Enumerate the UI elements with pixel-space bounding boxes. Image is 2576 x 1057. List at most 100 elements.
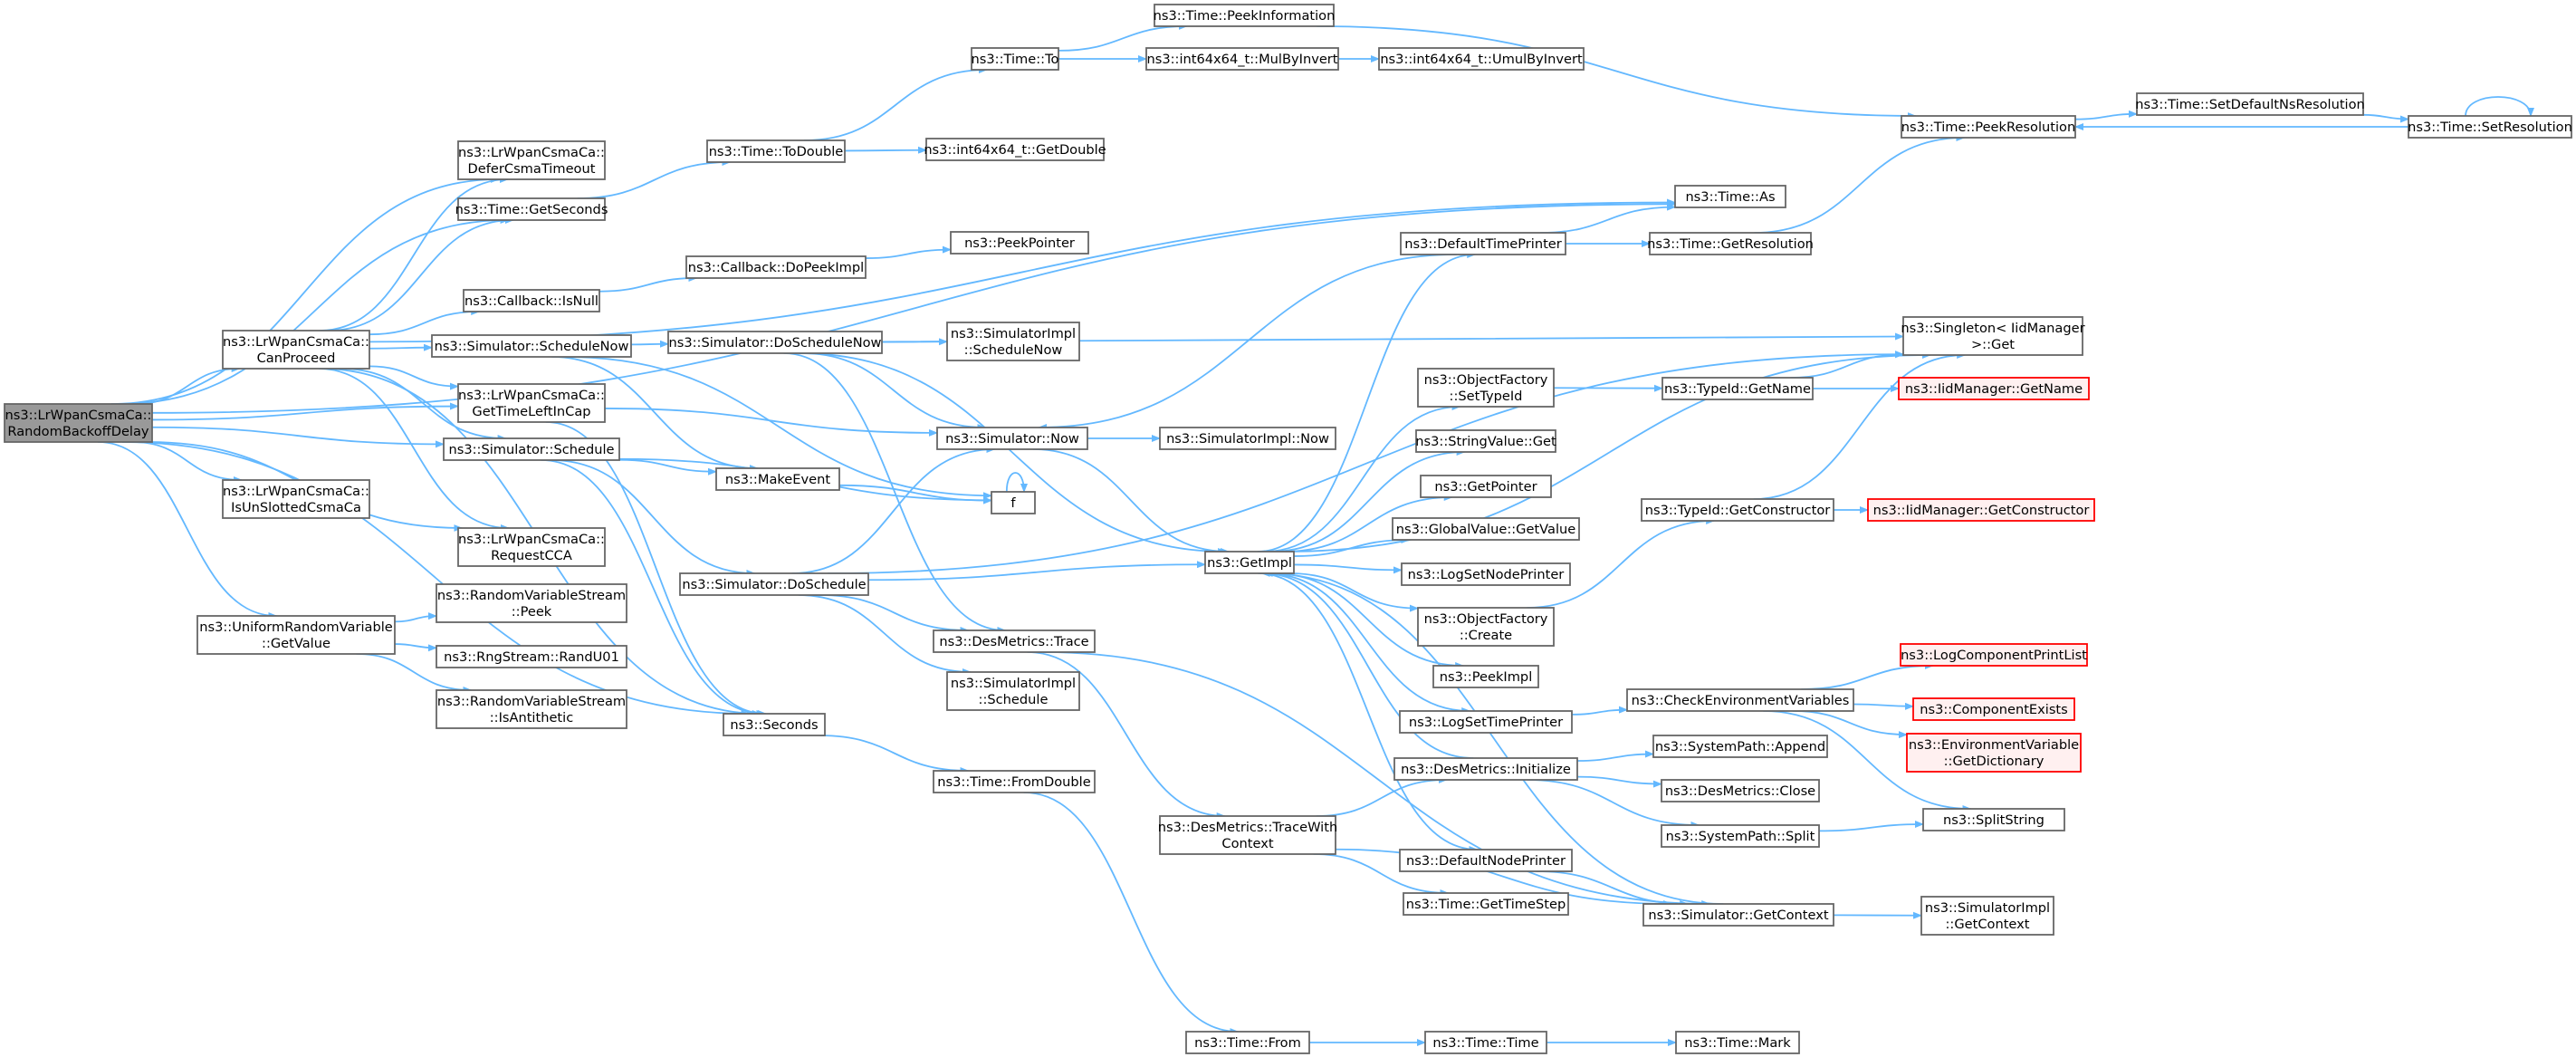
- node-box[interactable]: [1649, 232, 1812, 255]
- node-box[interactable]: [436, 645, 627, 668]
- node-box[interactable]: [1642, 903, 1834, 927]
- node-ns3-logsettimeprinter[interactable]: ns3::LogSetTimePrinter: [1399, 710, 1573, 734]
- node-f[interactable]: f: [991, 491, 1036, 514]
- node-box[interactable]: [706, 139, 846, 163]
- node-ns3-lrwpancsmaca-randombackoffdelay[interactable]: ns3::LrWpanCsmaCa::RandomBackoffDelay: [4, 403, 153, 443]
- node-ns3-defaultnodeprinter[interactable]: ns3::DefaultNodePrinter: [1399, 849, 1573, 872]
- node-ns3-simulatorimpl-now[interactable]: ns3::SimulatorImpl::Now: [1159, 427, 1336, 450]
- node-ns3-time-setdefaultnsresolution[interactable]: ns3::Time::SetDefaultNsResolution: [2135, 92, 2365, 116]
- node-ns3-systempath-append[interactable]: ns3::SystemPath::Append: [1652, 735, 1828, 758]
- node-ns3-simulatorimpl-schedulenow[interactable]: ns3::SimulatorImpl::ScheduleNow: [946, 322, 1080, 361]
- node-ns3-time-gettimestep[interactable]: ns3::Time::GetTimeStep: [1403, 892, 1569, 916]
- node-box[interactable]: [1415, 429, 1556, 453]
- node-box[interactable]: [1403, 892, 1569, 916]
- node-ns3-lrwpancsmaca-isunslottedcsmaca[interactable]: ns3::LrWpanCsmaCa::IsUnSlottedCsmaCa: [222, 479, 370, 519]
- node-ns3-iidmanager-getconstructor[interactable]: ns3::IidManager::GetConstructor: [1867, 498, 2095, 522]
- node-box[interactable]: [457, 197, 606, 221]
- node-box[interactable]: [443, 437, 620, 461]
- node-box[interactable]: [1159, 815, 1336, 855]
- node-ns3-simulator-now[interactable]: ns3::Simulator::Now: [936, 427, 1088, 450]
- node-ns3-getpointer[interactable]: ns3::GetPointer: [1420, 475, 1552, 498]
- node-ns3-getimpl[interactable]: ns3::GetImpl: [1204, 551, 1295, 574]
- node-box[interactable]: [1185, 1031, 1310, 1054]
- node-box[interactable]: [1399, 710, 1573, 734]
- node-ns3-lrwpancsmaca-defercsmatimeout[interactable]: ns3::LrWpanCsmaCa::DeferCsmaTimeout: [457, 140, 606, 180]
- node-ns3-randomvariablestream-peek[interactable]: ns3::RandomVariableStream::Peek: [436, 583, 627, 623]
- node-box[interactable]: [1912, 697, 2075, 721]
- node-ns3-simulator-schedule[interactable]: ns3::Simulator::Schedule: [443, 437, 620, 461]
- node-ns3-time-time[interactable]: ns3::Time::Time: [1424, 1031, 1547, 1054]
- node-ns3-typeid-getname[interactable]: ns3::TypeId::GetName: [1661, 377, 1814, 400]
- node-box[interactable]: [436, 583, 627, 623]
- node-ns3-time-fromdouble[interactable]: ns3::Time::FromDouble: [933, 770, 1096, 793]
- node-box[interactable]: [222, 330, 370, 370]
- node-ns3-logcomponentprintlist[interactable]: ns3::LogComponentPrintList: [1900, 643, 2088, 667]
- node-box[interactable]: [1674, 185, 1786, 208]
- node-box[interactable]: [431, 334, 632, 358]
- node-ns3-time-mark[interactable]: ns3::Time::Mark: [1675, 1031, 1800, 1054]
- node-box[interactable]: [1922, 808, 2065, 831]
- node-box[interactable]: [679, 572, 869, 596]
- node-box[interactable]: [946, 322, 1080, 361]
- node-ns3-simulator-doschedule[interactable]: ns3::Simulator::DoSchedule: [679, 572, 869, 596]
- node-ns3-desmetrics-close[interactable]: ns3::DesMetrics::Close: [1661, 779, 1820, 802]
- node-box[interactable]: [2408, 115, 2572, 139]
- node-box[interactable]: [1154, 4, 1335, 27]
- node-ns3-callback-isnull[interactable]: ns3::Callback::IsNull: [463, 289, 600, 312]
- node-box[interactable]: [1902, 316, 2083, 356]
- node-box[interactable]: [457, 383, 606, 423]
- node-box[interactable]: [933, 629, 1096, 653]
- node-ns3-desmetrics-initialize[interactable]: ns3::DesMetrics::Initialize: [1393, 757, 1578, 781]
- node-box[interactable]: [457, 140, 606, 180]
- node-box[interactable]: [222, 479, 370, 519]
- node-box[interactable]: [1401, 562, 1571, 586]
- node-ns3-iidmanager-getname[interactable]: ns3::IidManager::GetName: [1898, 377, 2090, 400]
- node-ns3-time-getresolution[interactable]: ns3::Time::GetResolution: [1647, 232, 1814, 255]
- node-ns3-peekpointer[interactable]: ns3::PeekPointer: [950, 231, 1089, 255]
- node-ns3-simulatorimpl-schedule[interactable]: ns3::SimulatorImpl::Schedule: [946, 671, 1080, 711]
- node-ns3-objectfactory-create[interactable]: ns3::ObjectFactory::Create: [1417, 607, 1555, 647]
- node-box[interactable]: [1378, 47, 1585, 71]
- node-box[interactable]: [946, 671, 1080, 711]
- node-box[interactable]: [1900, 643, 2088, 667]
- node-ns3-splitstring[interactable]: ns3::SplitString: [1922, 808, 2065, 831]
- node-ns3-time-setresolution[interactable]: ns3::Time::SetResolution: [2408, 115, 2572, 139]
- node-box[interactable]: [1641, 498, 1834, 522]
- node-box[interactable]: [1393, 757, 1578, 781]
- node-box[interactable]: [1432, 665, 1539, 688]
- node-ns3-int64x64-t-getdouble[interactable]: ns3::int64x64_t::GetDouble: [924, 138, 1106, 161]
- node-box[interactable]: [1898, 377, 2090, 400]
- node-box[interactable]: [1392, 517, 1580, 541]
- node-box[interactable]: [933, 770, 1096, 793]
- node-ns3-makeevent[interactable]: ns3::MakeEvent: [715, 467, 840, 491]
- node-box[interactable]: [1417, 607, 1555, 647]
- node-box[interactable]: [950, 231, 1089, 255]
- node-ns3-time-to[interactable]: ns3::Time::To: [971, 47, 1059, 71]
- node-ns3-callback-dopeekimpl[interactable]: ns3::Callback::DoPeekImpl: [685, 255, 867, 279]
- node-ns3-systempath-split[interactable]: ns3::SystemPath::Split: [1661, 824, 1820, 848]
- node-ns3-time-as[interactable]: ns3::Time::As: [1674, 185, 1786, 208]
- node-box[interactable]: [991, 491, 1036, 514]
- node-box[interactable]: [685, 255, 867, 279]
- node-ns3-lrwpancsmaca-canproceed[interactable]: ns3::LrWpanCsmaCa::CanProceed: [222, 330, 370, 370]
- node-ns3-desmetrics-trace[interactable]: ns3::DesMetrics::Trace: [933, 629, 1096, 653]
- node-box[interactable]: [1420, 475, 1552, 498]
- node-ns3-simulator-getcontext[interactable]: ns3::Simulator::GetContext: [1642, 903, 1834, 927]
- node-box[interactable]: [667, 331, 883, 354]
- node-box[interactable]: [1867, 498, 2095, 522]
- node-ns3-simulatorimpl-getcontext[interactable]: ns3::SimulatorImpl::GetContext: [1920, 896, 2054, 936]
- node-ns3-lrwpancsmaca-gettimeleftincap[interactable]: ns3::LrWpanCsmaCa::GetTimeLeftInCap: [457, 383, 606, 423]
- node-ns3-typeid-getconstructor[interactable]: ns3::TypeId::GetConstructor: [1641, 498, 1834, 522]
- node-box[interactable]: [1417, 368, 1555, 408]
- node-ns3-time-getseconds[interactable]: ns3::Time::GetSeconds: [455, 197, 608, 221]
- node-box[interactable]: [1626, 688, 1854, 712]
- node-box[interactable]: [1901, 115, 2076, 139]
- node-box[interactable]: [1675, 1031, 1800, 1054]
- node-box[interactable]: [1159, 427, 1336, 450]
- node-box[interactable]: [936, 427, 1088, 450]
- node-ns3-singleton-iidmanager-get[interactable]: ns3::Singleton< IidManager>::Get: [1901, 316, 2085, 356]
- node-ns3-int64x64-t-mulbyinvert[interactable]: ns3::int64x64_t::MulByInvert: [1145, 47, 1339, 71]
- node-box[interactable]: [1661, 779, 1820, 802]
- node-ns3-environmentvariable-getdictionary[interactable]: ns3::EnvironmentVariable::GetDictionary: [1906, 733, 2082, 773]
- node-ns3-objectfactory-settypeid[interactable]: ns3::ObjectFactory::SetTypeId: [1417, 368, 1555, 408]
